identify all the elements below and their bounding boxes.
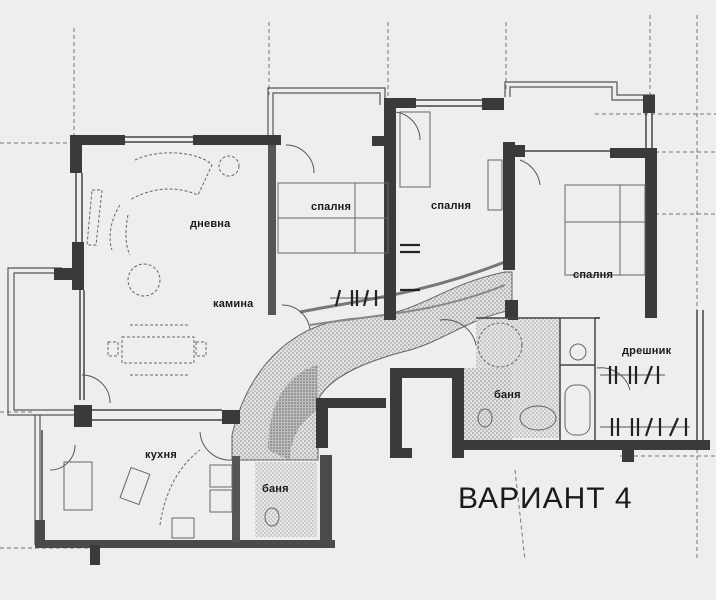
- room-label-bedroom-2: спалня: [431, 200, 472, 212]
- wardrobe-rails: [330, 243, 690, 437]
- furniture: [63, 111, 646, 539]
- room-label-kitchen: кухня: [145, 449, 177, 461]
- variant-title: ВАРИАНТ 4: [458, 482, 633, 515]
- room-label-bathroom-1: баня: [262, 483, 289, 495]
- balconies: [7, 81, 655, 545]
- room-label-bedroom-1: спалня: [311, 201, 352, 213]
- axis-lines: [0, 15, 716, 561]
- room-label-wardrobe: дрешник: [622, 345, 672, 357]
- bathroom1-floor: [255, 462, 317, 537]
- doors: [49, 111, 631, 471]
- room-label-bathroom-2: баня: [494, 389, 521, 401]
- room-label-fireplace: камина: [213, 298, 254, 310]
- room-label-living: дневна: [190, 218, 231, 230]
- bathroom2-floor: [476, 318, 560, 438]
- room-label-bedroom-3: спалня: [573, 269, 614, 281]
- walls: [35, 95, 710, 565]
- partitions: [41, 99, 704, 540]
